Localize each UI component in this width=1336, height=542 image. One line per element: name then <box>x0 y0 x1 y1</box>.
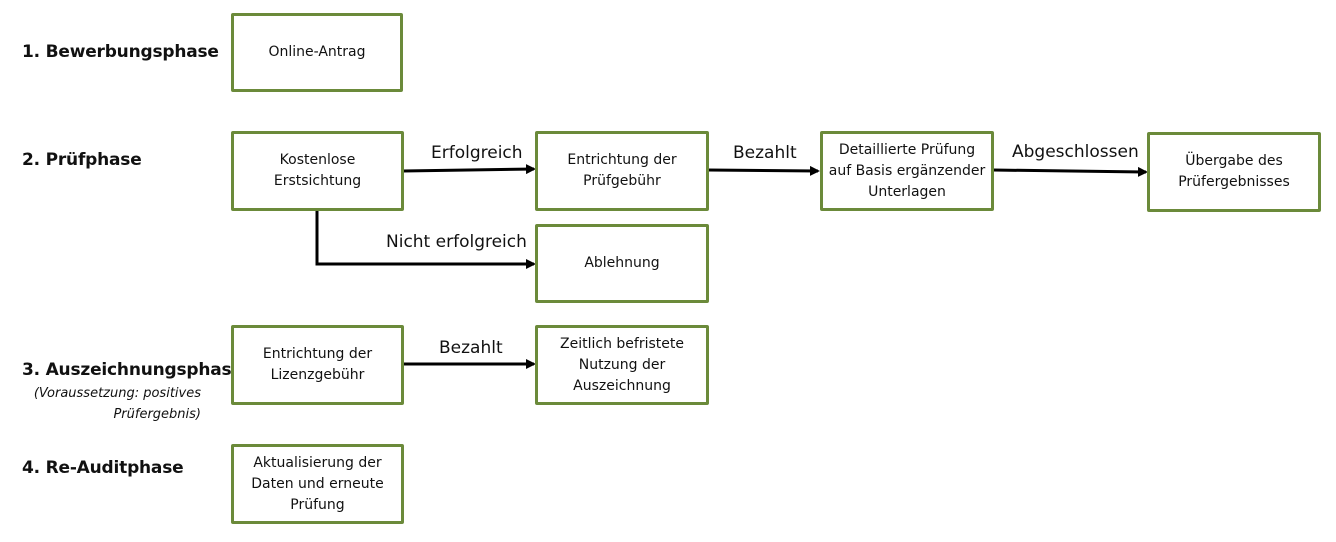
phase-label-bewerbung: 1. Bewerbungsphase <box>22 42 219 62</box>
phase-label-pruef: 2. Prüfphase <box>22 150 142 170</box>
node-entrichtung-lizenzgebuehr: Entrichtung der Lizenzgebühr <box>231 325 404 405</box>
node-aktualisierung: Aktualisierung der Daten und erneute Prü… <box>231 444 404 524</box>
phase-label-reaudit: 4. Re-Auditphase <box>22 458 184 478</box>
edge-label-bezahlt-2: Bezahlt <box>439 338 503 358</box>
node-uebergabe-pruefergebnis: Übergabe des Prüfergebnisses <box>1147 132 1321 212</box>
phase-label-auszeichnung: 3. Auszeichnungsphase <box>22 360 243 380</box>
node-zeitlich-befristete-nutzung: Zeitlich befristete Nutzung der Auszeich… <box>535 325 709 405</box>
edge-label-bezahlt-1: Bezahlt <box>733 143 797 163</box>
arrow-bezahlt-1 <box>707 165 820 176</box>
node-kostenlose-erstsichtung: Kostenlose Erstsichtung <box>231 131 404 211</box>
node-online-antrag: Online-Antrag <box>231 13 403 92</box>
edge-label-nicht-erfolgreich: Nicht erfolgreich <box>386 232 527 252</box>
edge-label-abgeschlossen: Abgeschlossen <box>1012 142 1139 162</box>
node-ablehnung: Ablehnung <box>535 224 709 303</box>
edge-label-erfolgreich: Erfolgreich <box>431 143 523 163</box>
arrow-erfolgreich <box>402 164 536 175</box>
phase-note-auszeichnung: (Voraussetzung: positives Prüfergebnis) <box>33 386 201 422</box>
arrow-abgeschlossen <box>992 166 1148 177</box>
node-entrichtung-pruefgebuehr: Entrichtung der Prüfgebühr <box>535 131 709 211</box>
node-detaillierte-pruefung: Detaillierte Prüfung auf Basis ergänzend… <box>820 131 994 211</box>
